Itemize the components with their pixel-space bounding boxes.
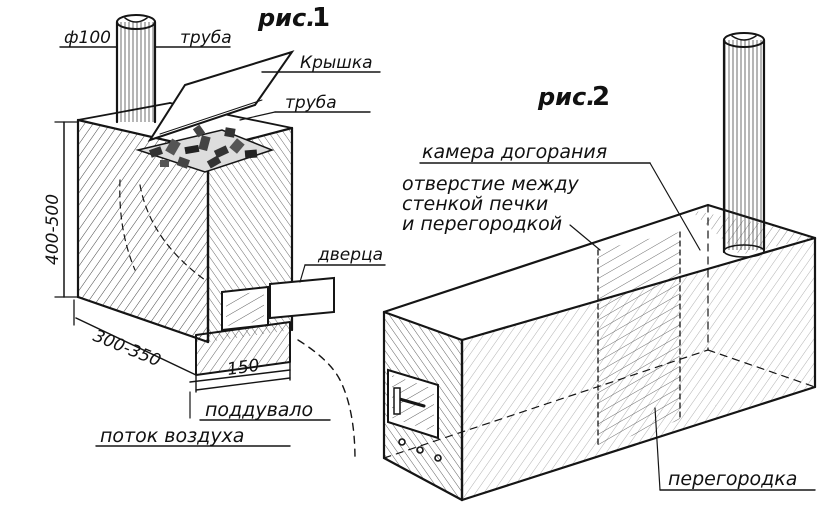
fig1-chimney-pipe [115,14,157,124]
fig2-air-holes [398,438,442,462]
fig1-title: рис. [257,4,315,32]
fig1-label-door: дверца [317,245,383,265]
fig2-label-gap-line3: и перегородкой [402,213,562,235]
fig2-chimney-pipe [722,32,766,258]
fig2-title: рис. [537,83,595,111]
fig2-label-gap-line1: отверстие между [402,173,580,195]
fig2-label-partition: перегородка [668,468,797,490]
fig1-label-depth: 150 [226,356,261,380]
fig1-number: 1 [312,3,330,33]
fig2-leader-lines [419,162,816,491]
fig1-lid [147,50,295,142]
fig1-label-width: 300-350 [90,326,163,371]
fig1-dimension-lines [54,46,386,447]
fig1-door [221,276,335,332]
fig2-label-gap-line2: стенкой печки [402,193,548,215]
fig1-stones [135,124,275,173]
fig1-label-ash-pit: поддувало [205,399,313,421]
fig1-ash-pit [195,321,291,393]
fig1-label-diameter: ф100 [64,28,111,48]
fig2-number: 2 [592,82,610,112]
fig2-label-afterburn: камера догорания [422,141,607,163]
fig2-fire-door [387,368,439,440]
figure-1: рис. 1 ф100 труба Крышка труба 400-500 д… [43,3,386,461]
figure-2: рис. 2 камера догорания отверстие между … [382,32,817,502]
fig1-label-air-flow: поток воздуха [100,425,244,447]
fig1-label-pipe-top: труба [180,28,232,48]
fig1-label-pipe-inner: труба [285,93,337,113]
fig1-label-lid: Крышка [300,53,373,73]
fig1-air-flow-path [297,339,356,461]
fig1-label-height: 400-500 [43,194,63,265]
